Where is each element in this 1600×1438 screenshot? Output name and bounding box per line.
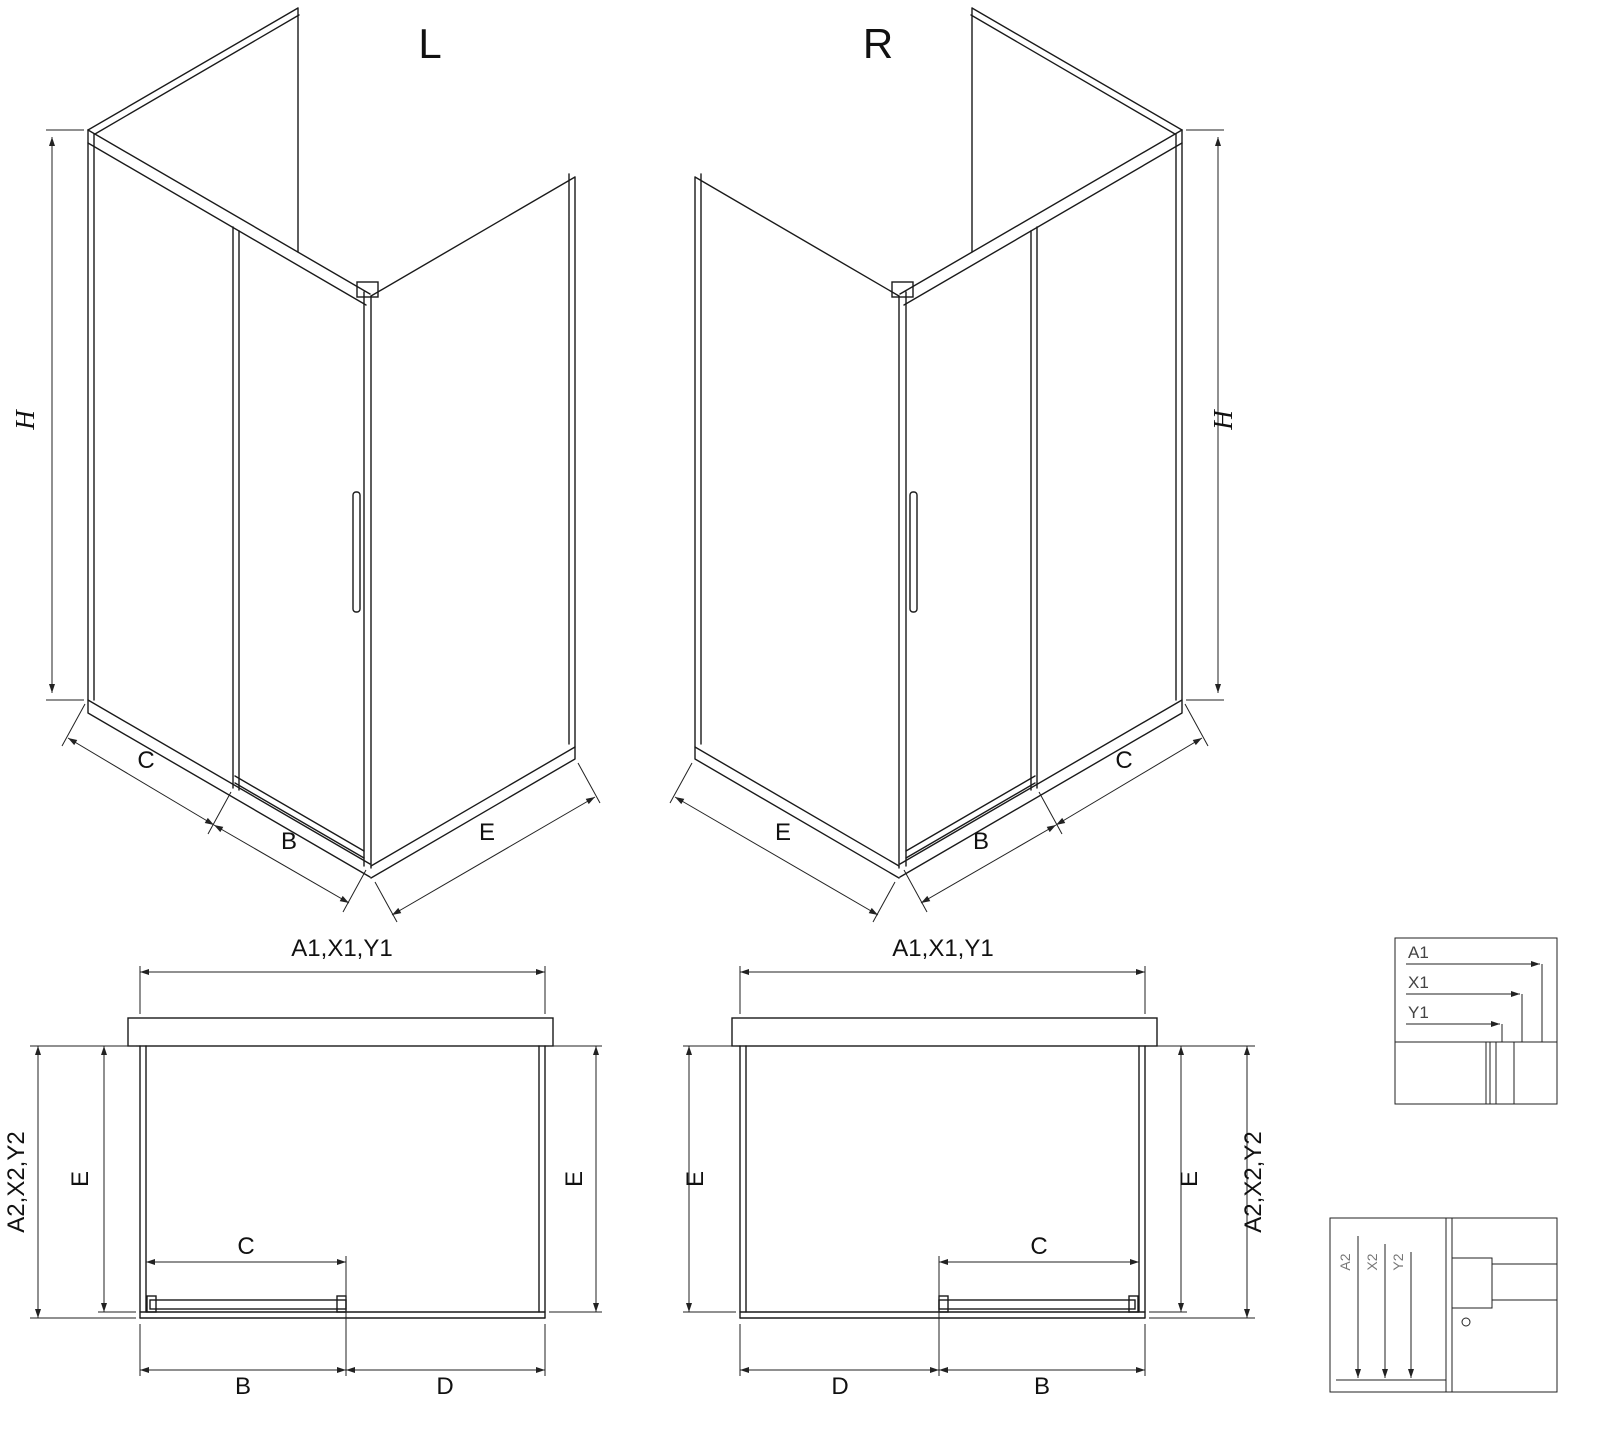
dim-height-right: H xyxy=(1208,409,1238,431)
dim-a1x1y1-plan-right: A1,X1,Y1 xyxy=(892,935,993,962)
dim-e-right-plan-left: E xyxy=(561,1171,588,1187)
detail-x1-label: X1 xyxy=(1408,973,1429,992)
detail-x2-label: X2 xyxy=(1364,1253,1380,1270)
wall-section-hatch xyxy=(1495,1041,1515,1105)
plan-view-left-geometry xyxy=(30,966,602,1376)
dim-b-plan-right: B xyxy=(1034,1373,1050,1400)
detail-a1-label: A1 xyxy=(1408,943,1429,962)
dim-e-iso-right: E xyxy=(775,819,791,846)
dim-d-plan-left: D xyxy=(436,1373,453,1400)
variant-left-title: L xyxy=(418,20,441,67)
dim-a1x1y1-plan-left: A1,X1,Y1 xyxy=(291,935,392,962)
detail-a2-label: A2 xyxy=(1337,1253,1353,1270)
dim-a2x2y2-plan-left: A2,X2,Y2 xyxy=(3,1131,30,1232)
iso-view-left-geometry xyxy=(46,8,600,922)
dim-e-inner-plan-left: E xyxy=(67,1171,94,1187)
dim-b-iso-left: B xyxy=(281,828,297,855)
plan-view-right-geometry xyxy=(683,966,1255,1376)
fixing-point xyxy=(1461,1317,1471,1327)
dim-height-left: H xyxy=(10,409,40,431)
dim-c-plan-left: C xyxy=(237,1233,254,1260)
dim-b-iso-right: B xyxy=(973,828,989,855)
variant-right-title: R xyxy=(863,20,893,67)
detail-view-bottom xyxy=(1329,1217,1558,1393)
iso-view-right-geometry xyxy=(670,8,1224,922)
detail-y2-label: Y2 xyxy=(1390,1253,1406,1270)
dim-b-plan-left: B xyxy=(235,1373,251,1400)
dim-c-plan-right: C xyxy=(1030,1233,1047,1260)
dim-e-left-plan-right: E xyxy=(682,1171,709,1187)
detail-y1-label: Y1 xyxy=(1408,1003,1429,1022)
dim-e-iso-left: E xyxy=(479,819,495,846)
dim-a2x2y2-plan-right: A2,X2,Y2 xyxy=(1240,1131,1267,1232)
dim-d-plan-right: D xyxy=(831,1373,848,1400)
profile-section-hatch xyxy=(1451,1257,1493,1309)
dim-c-iso-right: C xyxy=(1115,747,1132,774)
dim-e-inner-plan-right: E xyxy=(1176,1171,1203,1187)
detail-view-top xyxy=(1394,937,1558,1105)
dim-c-iso-left: C xyxy=(137,747,154,774)
